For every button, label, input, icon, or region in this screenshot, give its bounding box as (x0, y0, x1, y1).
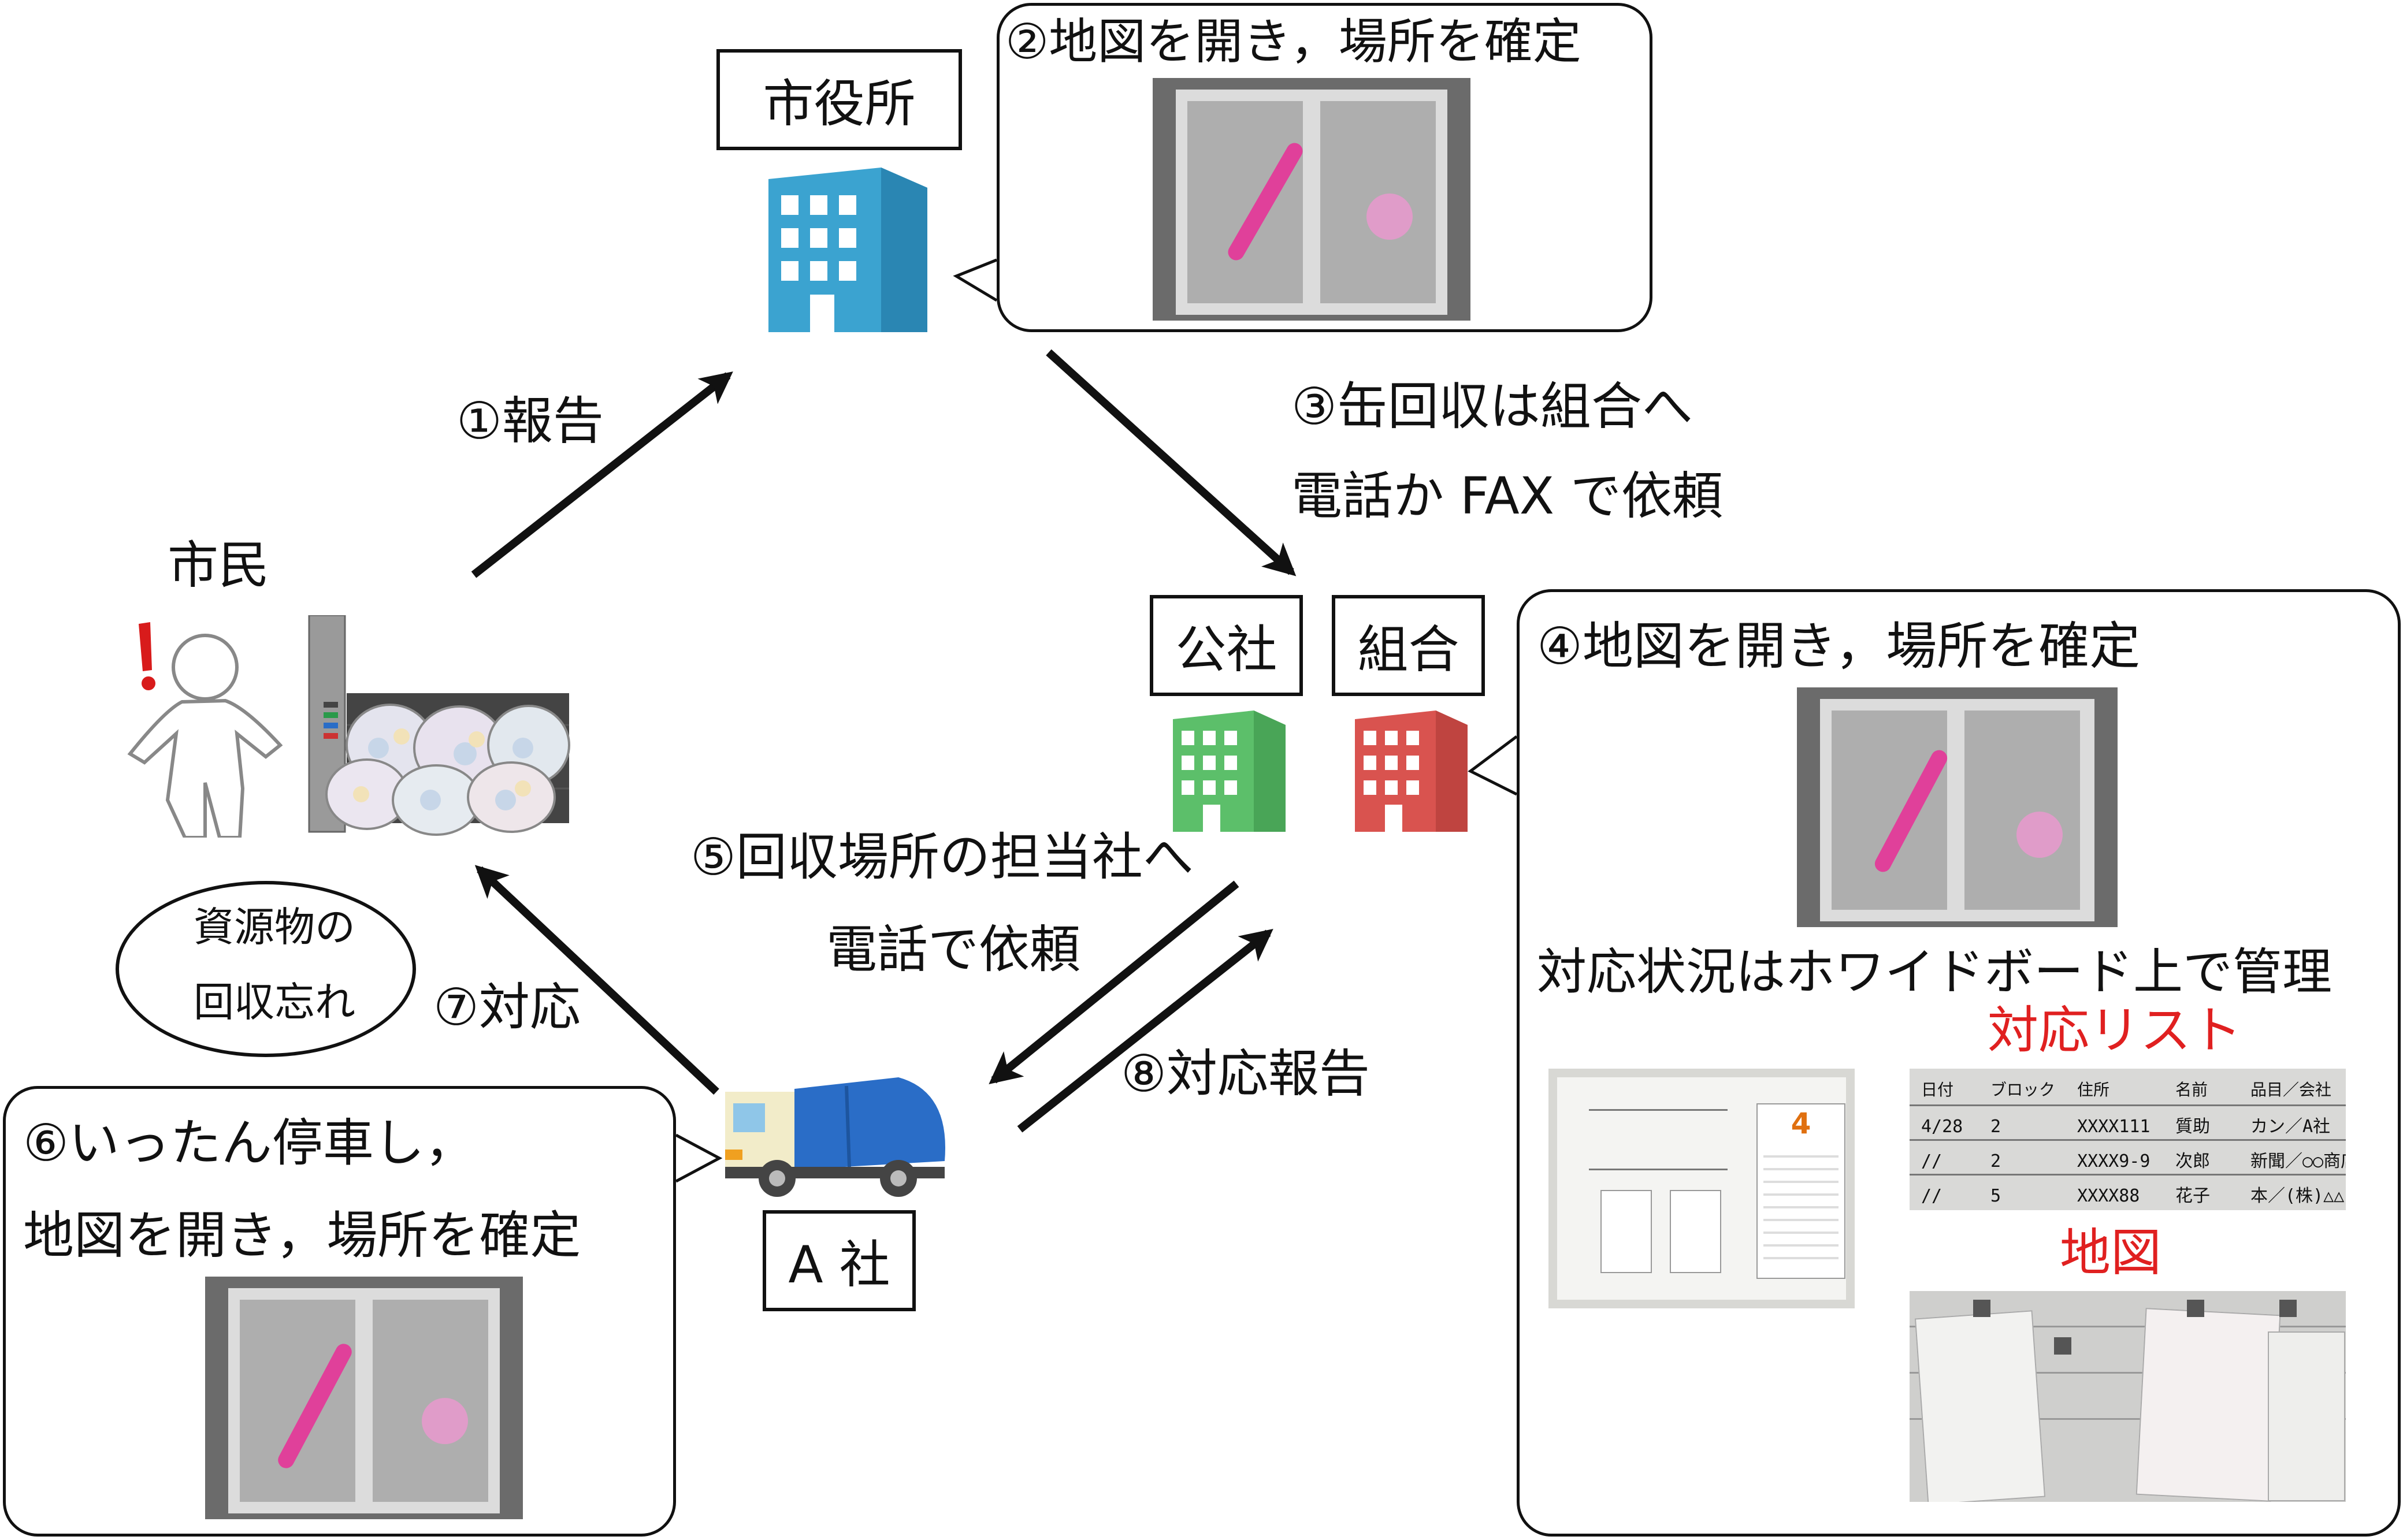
ellipse-text-line2: 回収忘れ (194, 979, 355, 1026)
step-2-text: ②地図を開き，場所を確定 (1005, 13, 1581, 70)
step-4-subtext: 対応状況はホワイドボード上で管理 (1537, 943, 2332, 1001)
step-1-text: ①報告 (456, 391, 604, 451)
step-8-text: ⑧対応報告 (1121, 1044, 1370, 1103)
kumiai-building-icon (1355, 711, 1468, 832)
kosha-building-icon (1173, 711, 1286, 832)
arrow-request-union (1046, 349, 1297, 576)
arrow-report-back (1017, 929, 1273, 1133)
bubble-tail-6 (675, 1133, 723, 1183)
map-title: 地図 (2060, 1223, 2162, 1282)
garbage-truck-icon (725, 1077, 945, 1197)
citizen-scene (127, 615, 570, 838)
exclamation-icon (139, 622, 155, 690)
bubble-tail-2 (953, 258, 998, 302)
step-7-text: ⑦対応 (433, 977, 581, 1037)
map-photo-icon (205, 1277, 523, 1519)
step-3-text-line1: ③缶回収は組合へ (1291, 377, 1693, 436)
arrow-request-company (989, 880, 1239, 1085)
missed-pickup-ellipse (116, 881, 416, 1057)
map-photo-icon (1153, 78, 1470, 321)
step-6-text-line1: ⑥いったん停車し， (23, 1113, 476, 1173)
office-building-icon (768, 168, 927, 332)
arrow-report (471, 371, 733, 578)
response-list-title: 対応リスト (1988, 1000, 2242, 1060)
company-a-label: A 社 (763, 1210, 916, 1311)
person-icon (127, 634, 283, 838)
citizen-label: 市民 (168, 535, 270, 595)
calendar-icon: 4 (1756, 1103, 1845, 1279)
step-5-text-line1: ⑤回収場所の担当社へ (690, 827, 1194, 887)
map-photo-icon (1797, 687, 2118, 927)
ellipse-text-line1: 資源物の (194, 903, 355, 951)
bubble-tail-4 (1468, 735, 1518, 796)
posted-maps-photo (1910, 1291, 2346, 1502)
kosha-label: 公社 (1150, 595, 1303, 696)
kumiai-label: 組合 (1332, 595, 1485, 696)
city-hall-label: 市役所 (716, 49, 962, 150)
calendar-month: 4 (1791, 1107, 1811, 1140)
whiteboard-photo-icon: 4 (1548, 1069, 1855, 1308)
step-5-text-line2: 電話で依頼 (826, 920, 1081, 979)
step-3-text-line2: 電話か FAX で依頼 (1291, 466, 1723, 526)
arrow-respond (474, 865, 719, 1095)
garbage-bags-icon (325, 704, 570, 836)
step-6-text-line2: 地図を開き，場所を確定 (23, 1206, 581, 1265)
step-4-text: ④地図を開き，場所を確定 (1537, 616, 2141, 676)
